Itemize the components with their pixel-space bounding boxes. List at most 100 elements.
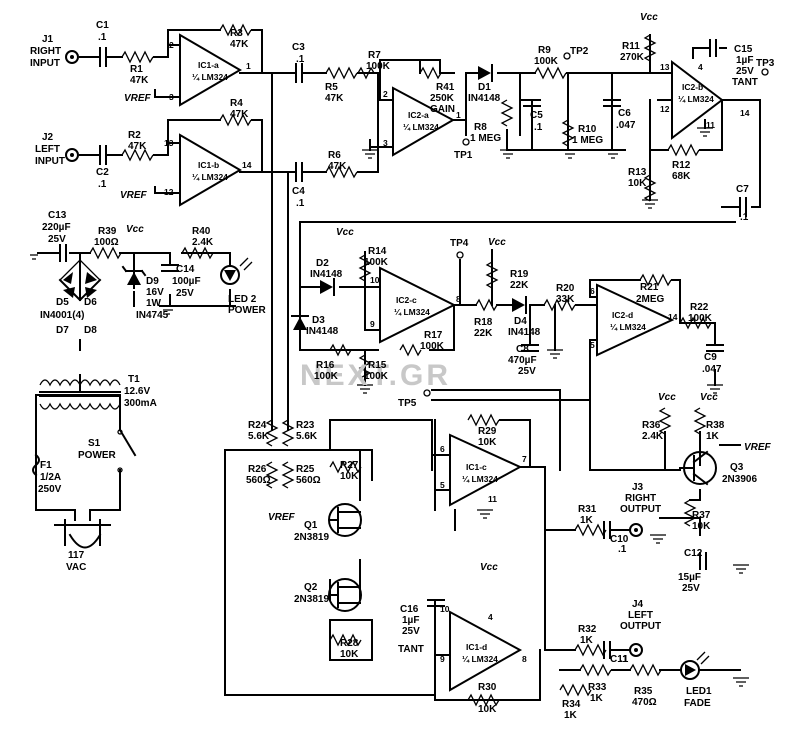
r16-ref: R16: [316, 360, 335, 371]
ic1d-pin-out: 8: [522, 654, 527, 664]
r17-value: 100K: [420, 341, 445, 352]
plug-voltage: 117: [68, 550, 85, 561]
r20-ref: R20: [556, 283, 575, 294]
c1-ref: C1: [96, 20, 109, 31]
r17-ref: R17: [424, 330, 443, 341]
j3-line1: RIGHT: [625, 493, 656, 504]
q1-ref: Q1: [304, 520, 318, 531]
ic2d-pin-out: 14: [668, 312, 678, 322]
r8-value: 1 MEG: [470, 133, 501, 144]
led-symbols: [220, 257, 710, 680]
c12-value: 15µF: [678, 572, 701, 583]
r31-value: 1K: [580, 515, 594, 526]
s1-ref: S1: [88, 438, 101, 449]
ic1d-name: IC1-d: [466, 642, 487, 652]
r26-ref: R26: [248, 464, 267, 475]
r15-value: 100K: [364, 371, 389, 382]
ic1c-name: IC1-c: [466, 462, 487, 472]
vref-label-q3: VREF: [744, 442, 772, 453]
r30-value: 10K: [478, 704, 497, 715]
r35-ref: R35: [634, 686, 653, 697]
r14-value: 100K: [364, 257, 389, 268]
r6-ref: R6: [328, 150, 341, 161]
c14-ref: C14: [176, 264, 195, 275]
ic1a-name: IC1-a: [198, 60, 219, 70]
d9-power: 1W: [146, 298, 162, 309]
d9-voltage: 16V: [146, 287, 164, 298]
r10-value: 1 MEG: [572, 135, 603, 146]
r9-value: 100K: [534, 56, 559, 67]
vcc-label-r19: Vcc: [488, 237, 506, 248]
j1-ref: J1: [42, 34, 54, 45]
r15-ref: R15: [368, 360, 387, 371]
c5-ref: C5: [530, 110, 543, 121]
led2-ref: LED 2: [228, 294, 257, 305]
ic1b-pin-noninv: 12: [164, 187, 174, 197]
ic2d-part: ¼ LM324: [610, 322, 646, 332]
j2-ref: J2: [42, 132, 54, 143]
vcc-label-ic1d: Vcc: [480, 562, 498, 573]
r19-value: 22K: [510, 280, 529, 291]
j3-ref: J3: [632, 482, 644, 493]
d9-part: IN4745: [136, 310, 169, 321]
c6-ref: C6: [618, 108, 631, 119]
r12-ref: R12: [672, 160, 691, 171]
r41-value: 250K: [430, 93, 455, 104]
r27-value: 10K: [340, 471, 359, 482]
r41-ref: R41: [436, 82, 455, 93]
jack-symbols: [65, 50, 769, 657]
c8-voltage: 25V: [518, 366, 536, 377]
plug-type: VAC: [66, 562, 86, 573]
ic2d-pin-noninv: 5: [590, 340, 595, 350]
r37-value: 10K: [692, 521, 711, 532]
diode-symbols: [59, 64, 527, 330]
ic2b-pin-inv: 13: [660, 62, 670, 72]
c9-value: .047: [702, 364, 722, 375]
r3-ref: R3: [230, 28, 243, 39]
ic2b-pin-noninv: 12: [660, 104, 670, 114]
r36-ref: R36: [642, 420, 661, 431]
d3-part: IN4148: [306, 326, 339, 337]
ic1c-pin-noninv: 5: [440, 480, 445, 490]
r21-ref: R21: [640, 282, 659, 293]
ic1b-pin-out: 14: [242, 160, 252, 170]
c8-value: 470µF: [508, 355, 537, 366]
c12-voltage: 25V: [682, 583, 700, 594]
c3-value: .1: [296, 54, 305, 65]
tp4-label: TP4: [450, 238, 469, 249]
watermark-text: NEXT.GR: [300, 359, 451, 392]
vref-label-r25: VREF: [268, 512, 296, 523]
r33-value: 1K: [590, 693, 604, 704]
ic2c-pin-noninv: 9: [370, 319, 375, 329]
c14-value: 100µF: [172, 276, 201, 287]
r4-ref: R4: [230, 98, 243, 109]
r18-value: 22K: [474, 328, 493, 339]
d1-ref: D1: [478, 82, 491, 93]
ic1c-part: ¼ LM324: [462, 474, 498, 484]
r8-ref: R8: [474, 122, 487, 133]
r28-value: 10K: [340, 649, 359, 660]
ic2b-triangle: [671, 59, 724, 141]
r32-value: 1K: [580, 635, 594, 646]
r40-ref: R40: [192, 226, 211, 237]
r40-value: 2.4K: [192, 237, 214, 248]
ic1d-pin-inv: 10: [440, 604, 450, 614]
ic2a-part: ¼ LM324: [403, 122, 439, 132]
r11-value: 270K: [620, 52, 645, 63]
ic1c-pin-inv: 6: [440, 444, 445, 454]
s1-function: POWER: [78, 450, 117, 461]
r13-value: 10K: [628, 178, 647, 189]
c16-value: 1µF: [402, 615, 419, 626]
r1-value: 47K: [130, 75, 149, 86]
d6-ref: D6: [84, 297, 97, 308]
ic1d-pin-noninv: 9: [440, 654, 445, 664]
r38-value: 1K: [706, 431, 720, 442]
r24-ref: R24: [248, 420, 267, 431]
led1-function: FADE: [684, 698, 711, 709]
d1-part: IN4148: [468, 93, 501, 104]
c16-type: TANT: [398, 644, 424, 655]
vcc-label-r14: Vcc: [336, 227, 354, 238]
r23-ref: R23: [296, 420, 315, 431]
r37-ref: R37: [692, 510, 711, 521]
c11-ref: C11: [610, 654, 628, 665]
